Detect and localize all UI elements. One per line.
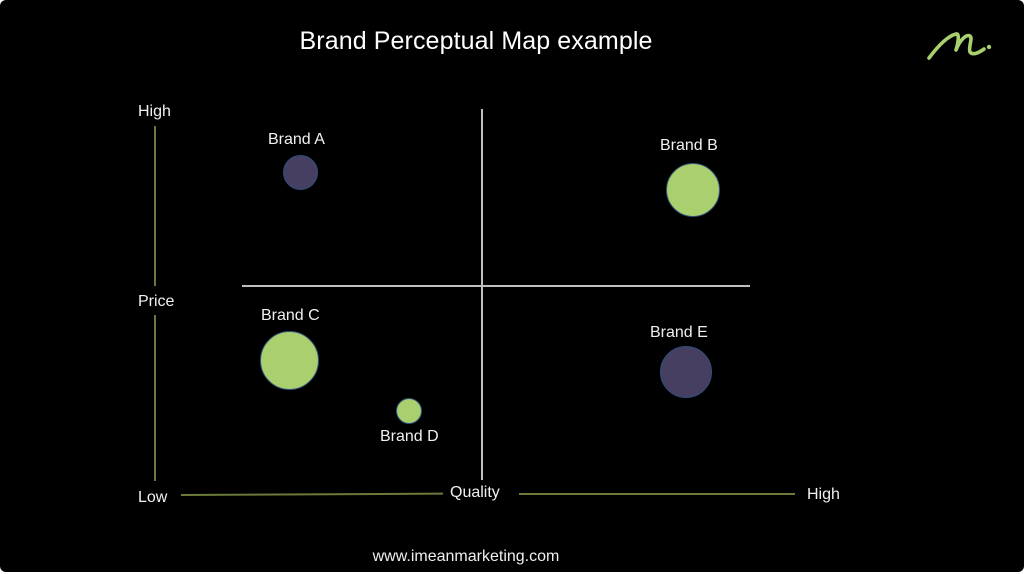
quadrant-horizontal-line [242,285,750,287]
brand-logo-icon [927,32,992,60]
brand-d-label: Brand D [380,428,439,445]
brand-a-label: Brand A [268,131,325,148]
brand-c-bubble[interactable] [260,331,319,390]
brand-c-label: Brand C [261,307,320,324]
quadrant-vertical-line [481,109,483,480]
y-axis-high-label: High [138,103,171,120]
footer-website: www.imeanmarketing.com [372,548,560,565]
y-axis-line-upper [154,126,156,286]
chart-title: Brand Perceptual Map example [299,27,653,55]
x-axis-line-right [519,493,795,495]
brand-a-bubble[interactable] [283,155,318,190]
y-axis-title: Price [138,293,175,310]
brand-b-bubble[interactable] [666,163,720,217]
brand-e-bubble[interactable] [660,346,712,398]
brand-e-label: Brand E [650,324,708,341]
x-axis-high-label: High [807,486,840,503]
brand-d-bubble[interactable] [396,398,422,424]
x-axis-line-left [180,492,444,496]
brand-b-label: Brand B [660,137,718,154]
y-axis-line-lower [154,315,156,481]
y-axis-low-label: Low [138,489,168,506]
x-axis-title: Quality [450,484,500,501]
